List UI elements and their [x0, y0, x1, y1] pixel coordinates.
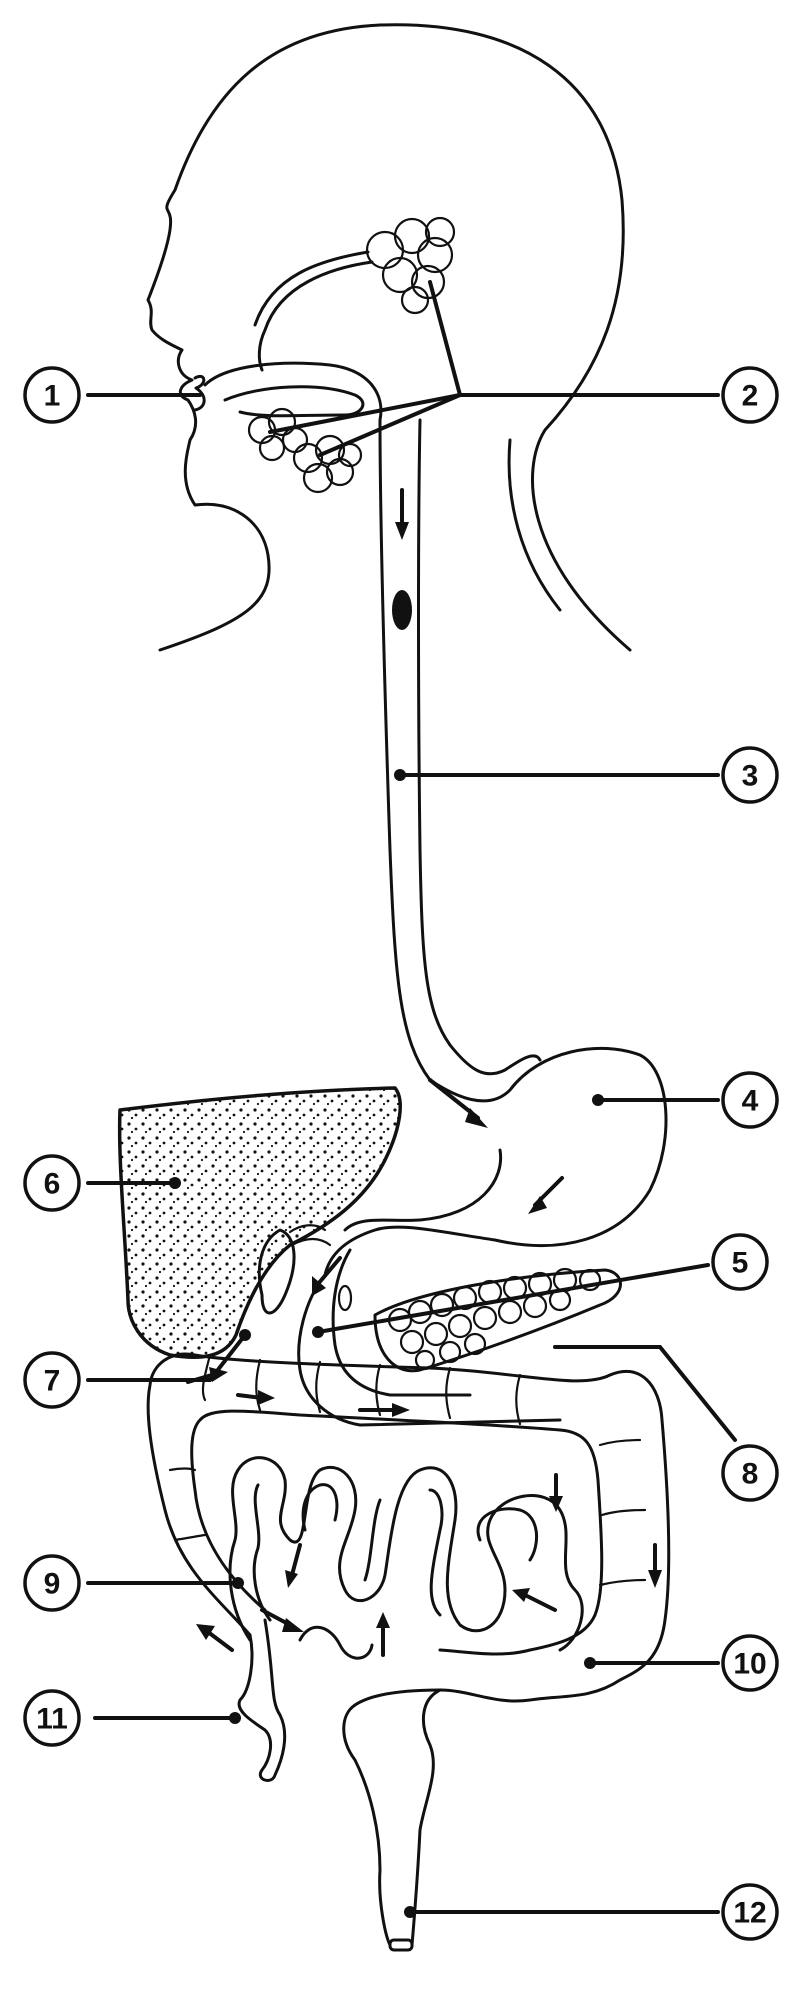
- svg-text:12: 12: [733, 1897, 766, 1930]
- label-2: 2: [721, 366, 779, 424]
- label-1: 1: [23, 366, 81, 424]
- small-intestine: [228, 1456, 584, 1652]
- duodenum-inner: [331, 1248, 472, 1397]
- salivary-duct: [257, 260, 374, 372]
- parotid-gland: [365, 216, 456, 315]
- lips: [193, 374, 206, 412]
- esophagus: [378, 418, 432, 1082]
- anus: [388, 1938, 414, 1952]
- rectum: [342, 1703, 392, 1947]
- submandibular-gland: [247, 407, 363, 494]
- svg-text:11: 11: [36, 1703, 68, 1736]
- pancreas: [373, 1267, 622, 1373]
- label-12: 12: [721, 1883, 779, 1941]
- label-7: 7: [23, 1351, 81, 1409]
- large-intestine-inner: [190, 1409, 604, 1656]
- bile-duct: [288, 1224, 332, 1247]
- label-4: 4: [721, 1071, 779, 1129]
- leader-2d: [318, 393, 462, 457]
- label-11: 11: [23, 1689, 81, 1747]
- svg-text:9: 9: [44, 1568, 61, 1601]
- stomach: [323, 1046, 668, 1277]
- oral-cavity: [203, 361, 383, 432]
- svg-text:7: 7: [44, 1365, 61, 1398]
- svg-text:8: 8: [742, 1458, 759, 1491]
- esophagus-inner: [417, 418, 452, 1047]
- liver: [117, 1086, 402, 1359]
- label-5: 5: [711, 1233, 769, 1291]
- leader-8: [553, 1345, 737, 1442]
- appendix: [237, 1618, 287, 1782]
- leader-7: [86, 1333, 247, 1382]
- leader-2b: [428, 280, 462, 397]
- svg-text:6: 6: [44, 1168, 61, 1201]
- svg-text:2: 2: [742, 380, 759, 413]
- label-9: 9: [23, 1554, 81, 1612]
- label-6: 6: [23, 1154, 81, 1212]
- rectum-inner: [410, 1688, 442, 1947]
- large-intestine: [146, 1352, 671, 1707]
- svg-text:10: 10: [733, 1648, 766, 1681]
- label-10: 10: [721, 1634, 779, 1692]
- duodenum-papilla: [337, 1284, 353, 1312]
- label-3: 3: [721, 746, 779, 804]
- neck-line: [507, 438, 562, 612]
- svg-text:4: 4: [742, 1085, 759, 1118]
- svg-text:1: 1: [44, 380, 61, 413]
- bolus: [392, 590, 412, 630]
- head-outline: [146, 23, 632, 652]
- stomach-inner: [343, 1043, 542, 1232]
- duodenum: [297, 1273, 562, 1427]
- tongue: [223, 385, 365, 418]
- leader-5: [316, 1263, 710, 1334]
- salivary-duct-inner: [253, 250, 370, 327]
- gallbladder: [257, 1228, 296, 1315]
- leader-2c: [268, 393, 462, 434]
- label-8: 8: [721, 1444, 779, 1502]
- svg-text:3: 3: [742, 760, 759, 793]
- small-intestine-inner: [252, 1483, 539, 1660]
- svg-text:5: 5: [732, 1247, 749, 1280]
